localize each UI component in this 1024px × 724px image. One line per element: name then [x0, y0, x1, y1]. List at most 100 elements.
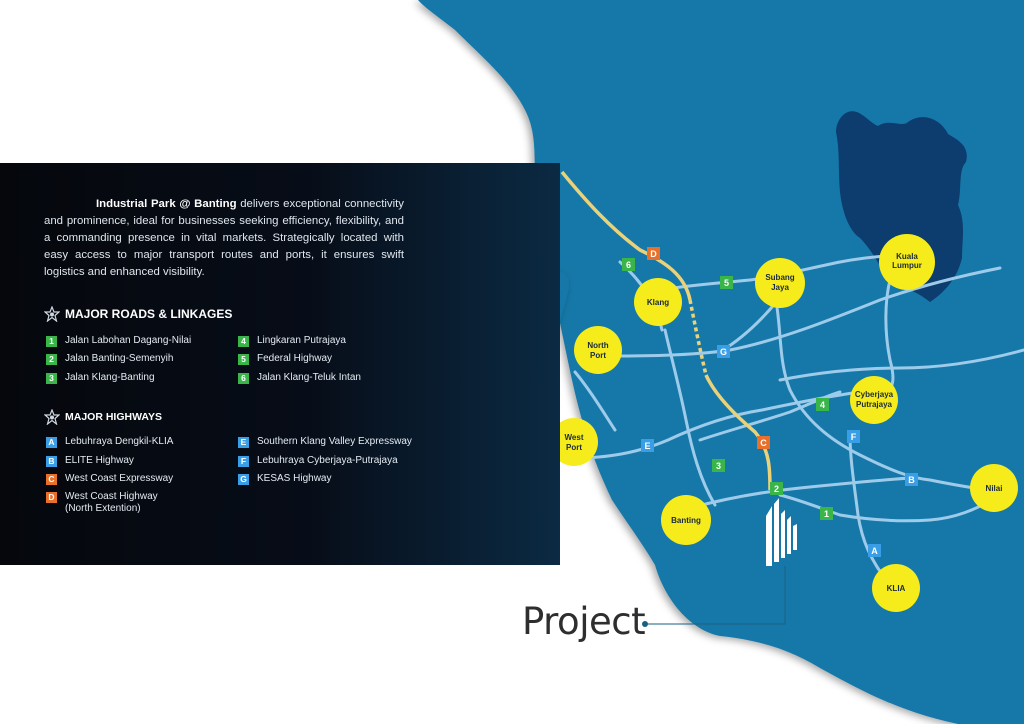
svg-text:E: E: [644, 441, 650, 451]
road-badge: 1: [46, 336, 57, 347]
intro-text: Industrial Park @ Banting delivers excep…: [44, 196, 404, 281]
highway-badge: C: [46, 474, 57, 485]
road-skve-e: [573, 390, 862, 460]
star-icon: [44, 306, 60, 322]
svg-text:6: 6: [626, 260, 631, 270]
town-label-klang: Klang: [647, 298, 669, 307]
map-badge-d: D: [647, 247, 660, 260]
legend-road-6: 6 Jalan Klang-Teluk Intan: [238, 372, 361, 384]
map-badge-b: B: [905, 473, 918, 486]
map-badge-g: G: [717, 345, 730, 358]
highways-section-title: MAJOR HIGHWAYS: [44, 409, 162, 425]
project-building-icon: [766, 498, 797, 566]
map-badge-c: C: [757, 436, 770, 449]
legend-label: West Coast Expressway: [65, 473, 174, 484]
road-north-link: [573, 370, 617, 432]
road-kesas-g: [598, 266, 1002, 358]
legend-label: Federal Highway: [257, 353, 333, 364]
road-badge: 2: [46, 354, 57, 365]
project-label: Project: [522, 600, 646, 643]
map-badge-2: 2: [770, 482, 783, 495]
svg-text:3: 3: [716, 461, 721, 471]
legend-highway-f: F Lebuhraya Cyberjaya-Putrajaya: [238, 455, 398, 467]
legend-road-1: 1 Jalan Labohan Dagang-Nilai: [46, 335, 191, 347]
kuala-lumpur-area: [836, 111, 967, 302]
map-badge-4: 4: [816, 398, 829, 411]
project-leader-dot: [642, 621, 648, 627]
legend-label: ELITE Highway: [65, 455, 134, 466]
legend-highway-a: A Lebuhraya Dengkil-KLIA: [46, 436, 173, 448]
legend-highway-e: E Southern Klang Valley Expressway: [238, 436, 412, 448]
highway-badge: F: [238, 456, 249, 467]
town-label-klia: KLIA: [887, 584, 906, 593]
town-label-nilai: Nilai: [986, 484, 1003, 493]
highway-badge: G: [238, 474, 249, 485]
legend-road-5: 5 Federal Highway: [238, 353, 332, 365]
highway-badge: A: [46, 437, 57, 448]
svg-text:C: C: [760, 438, 767, 448]
road-badge: 6: [238, 373, 249, 384]
west-coast-expressway-dashed: [688, 299, 708, 376]
highway-badge: E: [238, 437, 249, 448]
svg-text:5: 5: [724, 278, 729, 288]
legend-highway-b: B ELITE Highway: [46, 455, 134, 467]
legend-label: West Coast Highway (North Extention): [65, 491, 158, 514]
road-badge: 3: [46, 373, 57, 384]
legend-label: Jalan Klang-Teluk Intan: [257, 372, 361, 383]
west-coast-expressway-south: [704, 374, 772, 491]
svg-text:A: A: [871, 546, 878, 556]
legend-label: Jalan Klang-Banting: [65, 372, 155, 383]
roads-section-title: MAJOR ROADS & LINKAGES: [44, 306, 232, 322]
map-badge-6: 6: [622, 258, 635, 271]
legend-highway-d: D West Coast Highway (North Extention): [46, 491, 176, 515]
highways-title-text: MAJOR HIGHWAYS: [65, 411, 163, 423]
svg-text:G: G: [720, 347, 727, 357]
legend-label: Jalan Banting-Semenyih: [65, 353, 174, 364]
intro-bold: Industrial Park @ Banting: [96, 198, 237, 210]
map-badge-5: 5: [720, 276, 733, 289]
town-label-banting: Banting: [671, 516, 701, 525]
project-leader-line: [645, 566, 786, 625]
legend-label: Lebuhraya Dengkil-KLIA: [65, 436, 174, 447]
legend-road-3: 3 Jalan Klang-Banting: [46, 372, 155, 384]
legend-highway-g: G KESAS Highway: [238, 473, 331, 485]
road-klia-a: [848, 433, 892, 587]
legend-label: Lingkaran Putrajaya: [257, 335, 346, 346]
legend-road-4: 4 Lingkaran Putrajaya: [238, 335, 346, 347]
map-badge-3: 3: [712, 459, 725, 472]
legend-road-2: 2 Jalan Banting-Semenyih: [46, 353, 173, 365]
svg-text:2: 2: [774, 484, 779, 494]
map-badge-e: E: [641, 439, 654, 452]
highway-badge: D: [46, 492, 57, 503]
road-banting-semenyih: [688, 476, 912, 510]
star-icon: [44, 409, 60, 425]
legend-label: KESAS Highway: [257, 473, 332, 484]
svg-text:D: D: [650, 249, 657, 259]
legend-label: Southern Klang Valley Expressway: [257, 436, 412, 447]
svg-text:4: 4: [820, 400, 825, 410]
intro-rest: delivers exceptional connectivity and pr…: [44, 198, 404, 278]
road-klang-banting: [663, 328, 717, 507]
legend-highway-c: C West Coast Expressway: [46, 473, 173, 485]
map-badge-a: A: [868, 544, 881, 557]
road-badge: 5: [238, 354, 249, 365]
road-cyberjaya-link: [778, 348, 1024, 382]
road-lingkaran-putrajaya: [698, 390, 842, 442]
map-badge-1: 1: [820, 507, 833, 520]
svg-text:B: B: [908, 475, 915, 485]
info-panel: [0, 163, 560, 565]
svg-text:F: F: [851, 432, 857, 442]
road-labohan-dagang: [778, 493, 997, 523]
map-badge-f: F: [847, 430, 860, 443]
legend-label: Lebuhraya Cyberjaya-Putrajaya: [257, 455, 398, 466]
highway-badge: B: [46, 456, 57, 467]
roads-title-text: MAJOR ROADS & LINKAGES: [65, 307, 233, 321]
legend-label: Jalan Labohan Dagang-Nilai: [65, 335, 192, 346]
west-coast-expressway-north: [560, 170, 692, 301]
